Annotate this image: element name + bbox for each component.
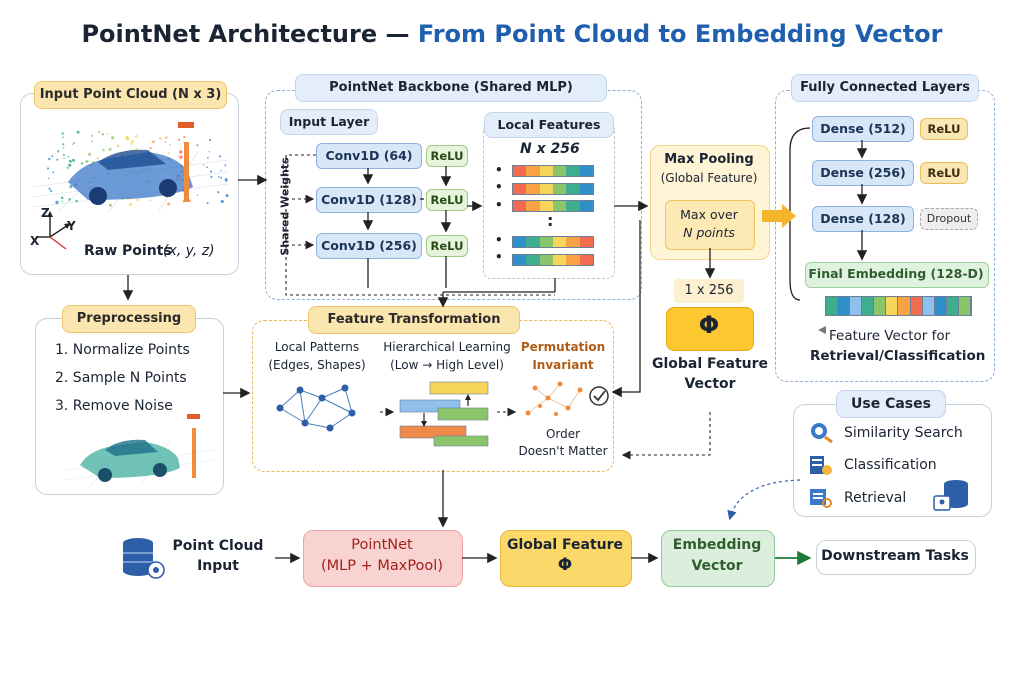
downstream-label: Downstream Tasks [821,548,969,564]
dense-256: Dense (256) [812,160,914,186]
global-feature-label-1: Global Feature [651,356,769,372]
perm-title-2: Invariant [532,358,594,372]
conv1d-64: Conv1D (64) [316,143,422,169]
feature-row [512,165,594,177]
use-case-similarity: Similarity Search [844,425,963,441]
perm-sub-2: Doesn't Matter [518,444,608,458]
backbone-header: PointNet Backbone (Shared MLP) [295,74,607,102]
car-point-cloud-image [32,122,229,213]
relu-3: ReLU [426,235,468,257]
classification-icon [810,456,832,475]
feature-dot-5: • [495,250,503,264]
pointnet-label-2: (MLP + MaxPool) [321,558,443,574]
hierarchical-layers-icon [399,381,489,447]
feature-row [512,254,594,266]
title-part1: PointNet Architecture [81,20,378,48]
global-feature-box-line1: Global Feature [506,537,624,553]
dropout-box: Dropout [920,208,978,230]
axis-x-label: X [30,234,40,248]
relu-2: ReLU [426,189,468,211]
feature-dot-1: • [495,163,503,177]
perm-title-1: Permutation [520,340,606,354]
embedding-strip [825,296,972,316]
raw-points-math: (x, y, z) [163,243,215,259]
pipeline-input-line2: Input [197,558,239,574]
raw-points-caption: Raw Points [84,243,172,259]
input-cloud-header: Input Point Cloud (N x 3) [34,81,227,109]
local-features-dims: N x 256 [520,141,580,157]
global-feature-box [500,530,632,587]
pipeline-input-line1: Point Cloud [172,538,264,554]
conv1d-256: Conv1D (256) [316,233,422,259]
embedding-line2: Vector [691,558,743,574]
feature-vdots: : [547,211,554,230]
fc-relu-1: ReLU [920,118,968,140]
embedding-vector-box [661,530,775,587]
shape-badge [674,279,744,303]
feature-dot-4: • [495,233,503,247]
feature-transform-header: Feature Transformation [308,306,520,334]
use-case-retrieval: Retrieval [844,490,907,506]
feature-vector-caption-2: Retrieval/Classification [810,348,986,364]
axis-y-label: Y [67,219,76,233]
conv1d-128: Conv1D (128) [316,187,422,213]
perm-sub-1: Order [545,427,581,441]
dense-512: Dense (512) [812,116,914,142]
input-layer-header: Input Layer [280,109,378,135]
pointnet-box [303,530,463,587]
feature-dot-3: • [495,198,503,212]
use-case-classification: Classification [844,457,937,473]
preprocessing-step-2: 2. Sample N Points [55,370,187,386]
embedding-line1: Embedding [672,537,762,553]
phi-box [666,307,754,351]
fc-relu-2: ReLU [920,162,968,184]
relu-1: ReLU [426,145,468,167]
max-pooling-title: Max Pooling [664,152,754,167]
axis-z-label: Z [41,206,50,220]
fc-header: Fully Connected Layers [791,74,979,102]
hier-sub: (Low → High Level) [390,358,504,372]
pointnet-label-1: PointNet [351,537,413,553]
xyz-axes-icon [36,211,71,250]
downstream-tasks-box [816,540,976,575]
global-shape: 1 x 256 [684,283,734,298]
hier-title: Hierarchical Learning [383,340,511,354]
permutation-points-icon [525,381,609,416]
use-cases-header: Use Cases [836,390,946,418]
final-embedding-box [805,262,989,288]
title-part2: From Point Cloud to Embedding Vector [417,20,943,48]
feature-row [512,200,594,212]
global-feature-box-line2: Φ [557,555,573,575]
max-over-line2: N points [683,225,735,240]
sampled-car-image [64,414,216,487]
point-cloud-database-icon [123,538,165,579]
feature-row [512,236,594,248]
page-title: PointNet Architecture — From Point Cloud… [0,20,1024,48]
title-dash: — [385,20,410,48]
global-feature-label-2: Vector [684,376,736,392]
database-user-icon [933,480,968,511]
max-pooling-subtitle: (Global Feature) [660,171,758,185]
retrieval-icon [810,489,832,508]
similarity-search-icon [811,423,833,444]
feature-row [512,183,594,195]
local-patterns-sub: (Edges, Shapes) [268,358,366,372]
phi-symbol: Φ [698,311,720,339]
local-patterns-graph-icon [276,384,356,432]
preprocessing-header: Preprocessing [62,305,196,333]
final-embedding-label: Final Embedding (128-D) [808,266,984,281]
preprocessing-step-1: 1. Normalize Points [55,342,190,358]
local-features-header: Local Features [484,112,614,138]
max-over-box [665,200,755,250]
feature-dot-2: • [495,180,503,194]
feature-vector-caption-1: Feature Vector for [829,328,951,344]
max-over-line1: Max over [680,207,738,222]
preprocessing-step-3: 3. Remove Noise [55,398,173,414]
dense-128: Dense (128) [812,206,914,232]
local-patterns-title: Local Patterns [274,340,360,354]
